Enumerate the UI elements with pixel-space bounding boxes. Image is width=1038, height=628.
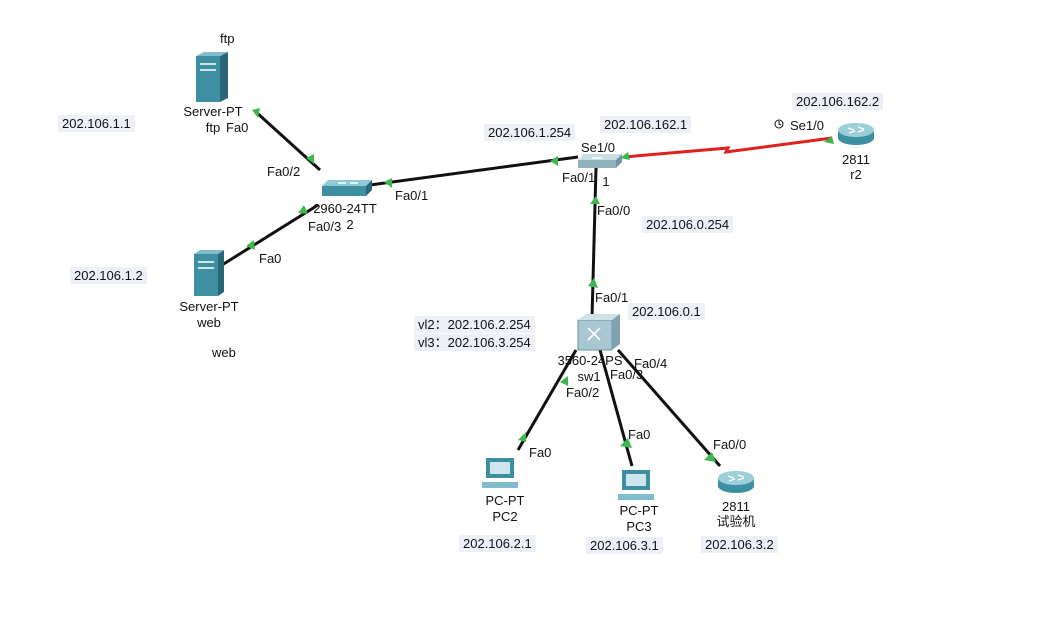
server-ftp-name: ftp [205, 120, 221, 135]
port-pc3-fa0: Fa0 [628, 427, 651, 442]
sw1-model: 3560-24PS [557, 353, 623, 368]
pc3-model: PC-PT [619, 503, 659, 518]
port-test-fa00: Fa0/0 [713, 437, 747, 452]
switch2-model: 2960-24TT [313, 201, 377, 216]
note-ip-sw1-fa01: 202.106.0.1 [628, 303, 705, 320]
router1-name: 1 [602, 174, 610, 189]
sw1-name: sw1 [577, 369, 601, 384]
port-web-fa0: Fa0 [259, 251, 282, 266]
port-r1-se10: Se1/0 [581, 140, 615, 155]
port-sw1-fa01: Fa0/1 [595, 290, 629, 305]
note-ip-pc3: 202.106.3.1 [586, 537, 663, 554]
port-dot-pc2 [518, 432, 526, 442]
note-web: web [212, 345, 236, 360]
port-r1-fa00: Fa0/0 [597, 203, 631, 218]
server-ftp-model: Server-PT [183, 104, 243, 119]
note-ftp: ftp [220, 31, 235, 46]
port-dot-r1-fa01 [550, 156, 558, 166]
router2-icon[interactable] [838, 123, 874, 145]
pc2-icon[interactable] [482, 458, 518, 488]
router2-name: r2 [850, 167, 862, 182]
link-r1-sw1[interactable] [590, 167, 598, 319]
clock-icon [774, 119, 784, 129]
port-r2-se10: Se1/0 [790, 118, 824, 133]
router2-model: 2811 [842, 152, 870, 167]
link-ftp-sw2[interactable] [254, 110, 322, 172]
note-vlan3: vl3：202.106.3.254 [414, 334, 535, 351]
port-dot-sw2-fa02 [306, 154, 314, 164]
server-ftp-icon[interactable] [196, 52, 228, 102]
note-ip-test: 202.106.3.2 [701, 536, 778, 553]
test-router-icon[interactable] [718, 471, 754, 493]
port-dot-sw2-fa03 [298, 205, 308, 214]
port-dot-r2-se10 [824, 136, 834, 144]
port-r1-fa01: Fa0/1 [562, 170, 596, 185]
link-sw1-pc2[interactable] [516, 349, 578, 451]
note-ip-pc2: 202.106.2.1 [459, 535, 536, 552]
test-router-model: 2811 [722, 499, 750, 514]
port-sw2-fa02: Fa0/2 [267, 164, 301, 179]
port-sw2-fa01: Fa0/1 [395, 188, 429, 203]
link-sw1-test[interactable] [616, 349, 722, 467]
port-sw1-fa02: Fa0/2 [566, 385, 600, 400]
port-sw1-fa03: Fa0/3 [610, 367, 644, 382]
note-vlan2: vl2：202.106.2.254 [414, 316, 535, 333]
port-dot-pc3 [620, 438, 632, 448]
note-ip-r1-fa01: 202.106.1.254 [484, 124, 576, 141]
router1-icon[interactable] [578, 154, 622, 168]
note-ip-r2-se10: 202.106.162.2 [792, 93, 884, 110]
test-router-name: 试验机 [716, 514, 756, 529]
port-dot-sw2-fa01 [384, 178, 392, 188]
link-r1-r2-serial[interactable] [623, 136, 833, 159]
pc3-name: PC3 [626, 519, 652, 534]
port-dot-web [246, 240, 255, 250]
port-dot-ftp [252, 108, 260, 118]
switch-2960-icon[interactable] [322, 180, 372, 196]
port-pc2-fa0: Fa0 [529, 445, 552, 460]
note-ip-web: 202.106.1.2 [70, 267, 147, 284]
server-web-icon[interactable] [194, 250, 224, 296]
multilayer-switch-sw1-icon[interactable] [577, 314, 620, 351]
port-indicators [246, 108, 834, 462]
port-dot-sw1-fa02 [560, 376, 568, 386]
port-ftp-fa0: Fa0 [226, 120, 249, 135]
port-dot-test [704, 452, 716, 462]
note-ip-ftp: 202.106.1.1 [58, 115, 135, 132]
note-ip-r1-se10: 202.106.162.1 [600, 116, 692, 133]
note-ip-r1-fa00: 202.106.0.254 [642, 216, 734, 233]
server-web-model: Server-PT [179, 299, 239, 314]
port-dot-r1-se10 [620, 152, 630, 160]
port-dot-sw1-fa01 [588, 278, 598, 288]
switch2-name: 2 [346, 217, 354, 232]
pc3-icon[interactable] [618, 470, 654, 500]
pc2-name: PC2 [492, 509, 518, 524]
server-web-name: web [197, 315, 221, 330]
port-dot-r1-fa00 [590, 196, 600, 204]
port-sw1-fa04: Fa0/4 [634, 356, 668, 371]
port-sw2-fa03: Fa0/3 [308, 219, 342, 234]
link-web-sw2[interactable] [221, 203, 319, 267]
link-sw2-r1[interactable] [369, 155, 579, 187]
pc2-model: PC-PT [485, 493, 525, 508]
